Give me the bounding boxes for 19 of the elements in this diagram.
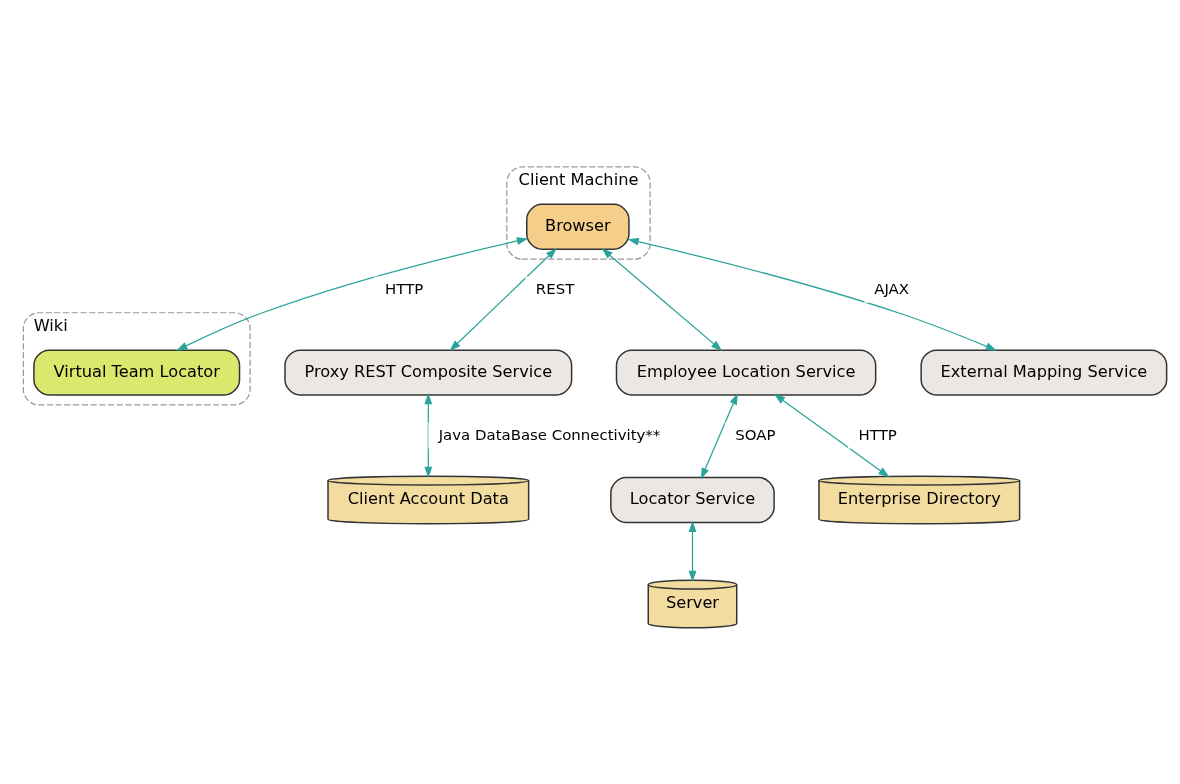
arrow xyxy=(688,520,697,582)
node-box: Proxy REST Composite Service xyxy=(284,348,573,396)
edge-label: HTTP xyxy=(385,279,424,298)
edge-label: AJAX xyxy=(874,279,909,298)
arrow xyxy=(773,393,890,477)
arrow xyxy=(601,247,723,351)
edge-label: Java DataBase Connectivity** xyxy=(438,425,661,444)
node-box: Locator Service xyxy=(610,476,775,523)
edge-label: HTTP xyxy=(858,425,897,444)
node-box: Employee Location Service xyxy=(615,348,877,396)
edge-label: REST xyxy=(535,279,575,298)
arrow xyxy=(627,237,997,351)
node-box: Browser xyxy=(526,203,630,250)
node-box: External Mapping Service xyxy=(920,348,1168,396)
node-box: Virtual Team Locator xyxy=(33,348,241,396)
arrow xyxy=(700,392,738,479)
arrow xyxy=(449,247,557,351)
edge-label: SOAP xyxy=(735,425,776,444)
arrow xyxy=(176,236,529,351)
